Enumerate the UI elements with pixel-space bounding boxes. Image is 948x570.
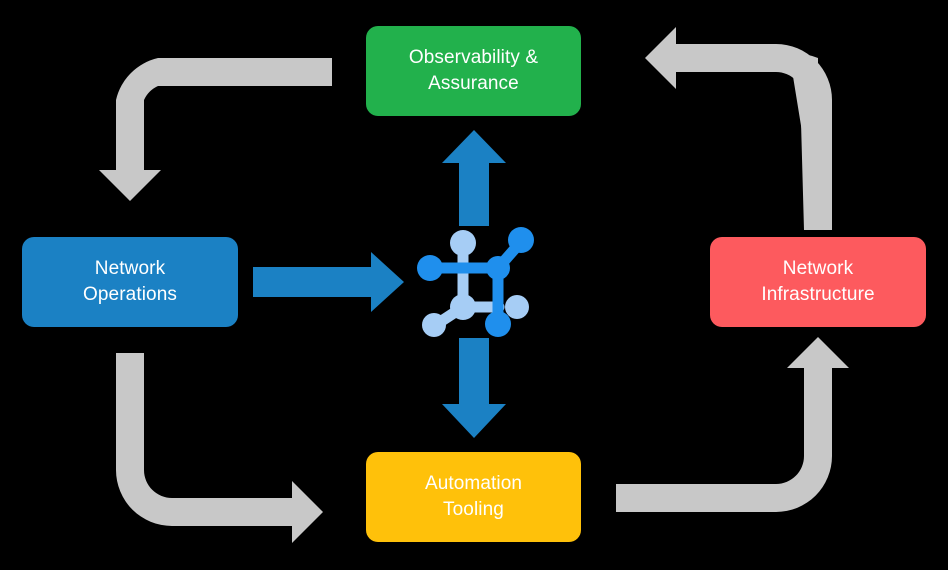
node-automation-tooling[interactable]: Automation Tooling <box>366 452 581 542</box>
node-network-operations[interactable]: Network Operations <box>22 237 238 327</box>
arrow-observability-to-operations <box>99 58 332 201</box>
arrow-infrastructure-to-observability-main <box>645 27 832 230</box>
arrow-operations-to-automation <box>116 353 323 543</box>
arrow-center-to-observability <box>442 130 506 226</box>
node-infrastructure-label: Network Infrastructure <box>761 258 875 305</box>
arrow-automation-to-infrastructure <box>616 337 849 512</box>
node-observability-label: Observability & Assurance <box>408 47 539 94</box>
node-operations-label: Network Operations <box>83 258 177 305</box>
arrow-infrastructure-to-observability-shape <box>800 86 818 230</box>
network-topology-icon <box>417 227 534 337</box>
node-network-infrastructure[interactable]: Network Infrastructure <box>710 237 926 327</box>
arrow-operations-to-center <box>253 252 404 312</box>
arrow-center-to-automation <box>442 338 506 438</box>
node-observability-assurance[interactable]: Observability & Assurance <box>366 26 581 116</box>
node-automation-label: Automation Tooling <box>424 473 523 520</box>
